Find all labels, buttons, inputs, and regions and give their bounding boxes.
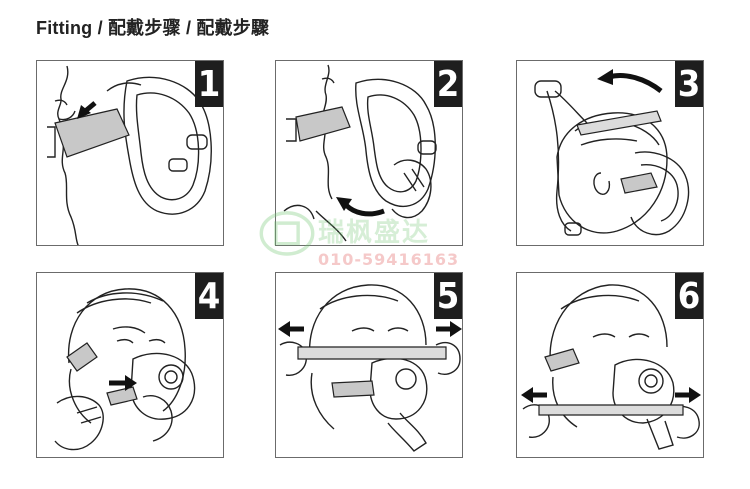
step-number-badge: 6 (675, 273, 703, 319)
step-3-illustration (534, 69, 690, 236)
step-number-badge: 1 (195, 61, 223, 107)
step-5-illustration (278, 284, 462, 452)
step-panel-1: 1 (36, 60, 224, 246)
step-2-illustration (283, 64, 437, 242)
step-number-badge: 5 (434, 273, 462, 319)
step-number-badge: 3 (675, 61, 703, 107)
step-4-illustration (54, 288, 196, 451)
step-panel-3: 3 (516, 60, 704, 246)
watermark-text: 瑞枫盛达 (318, 218, 431, 248)
watermark-phone: 010-59416163 (318, 250, 460, 269)
step-number-badge: 2 (434, 61, 462, 107)
step-panel-6: 6 (516, 272, 704, 458)
step-panel-4: 4 (36, 272, 224, 458)
step-6-illustration (521, 284, 701, 450)
step-1-illustration (47, 65, 212, 245)
step-panel-5: 5 (275, 272, 463, 458)
step-number-badge: 4 (195, 273, 223, 319)
page-title: Fitting / 配戴步骤 / 配戴步驟 (36, 18, 270, 38)
step-panel-2: 2 (275, 60, 463, 246)
